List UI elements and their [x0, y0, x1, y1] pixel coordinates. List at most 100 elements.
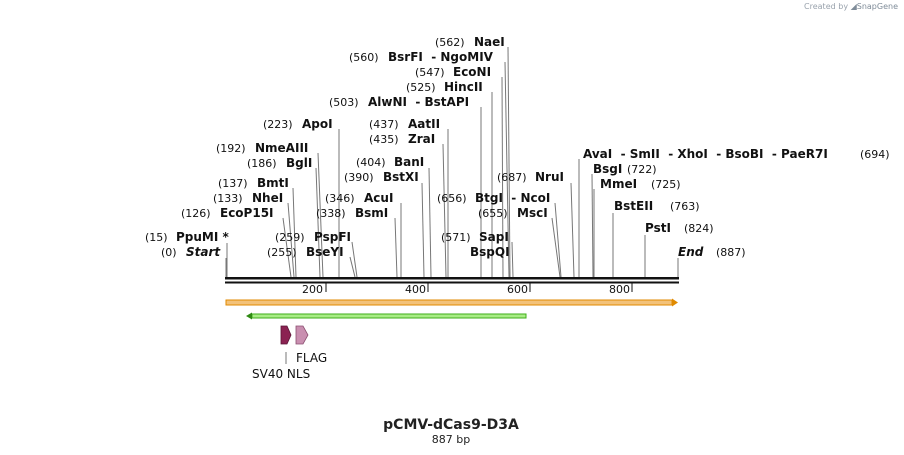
site-pos-avai: (694): [860, 148, 890, 161]
snapgene-logo-icon: ◢: [850, 2, 857, 11]
site-name-nmeaiii: NmeAIII: [255, 141, 308, 155]
site-name-econi: EcoNI: [453, 65, 491, 79]
site-pos-psti: (824): [684, 222, 714, 235]
site-line-ecop15i: [282, 217, 292, 278]
site-name-nhei: NheI: [252, 191, 283, 205]
ruler-label-400: 400: [405, 283, 426, 296]
backbone-top-strand: [225, 277, 679, 280]
site-line-bgli: [315, 167, 321, 278]
site-line-pspfi: [351, 241, 358, 278]
orange-feature-arrowhead: [672, 298, 678, 307]
site-name-end: End: [678, 245, 704, 259]
green-feature: [246, 312, 527, 320]
flag-label: FLAG: [296, 351, 327, 365]
sv40-nls-arrow: [280, 325, 292, 345]
site-line-sapi: [511, 241, 514, 278]
site-line-bseyi: [349, 256, 356, 278]
site-pos-bstxi: (390): [344, 171, 374, 184]
feature-flag: FLAG: [295, 325, 327, 365]
site-pos-ecop15i: (126): [181, 207, 211, 220]
site-line-bani: [428, 167, 432, 278]
site-pos-bsmi: (338): [316, 207, 346, 220]
site-name-ecop15i: EcoP15I: [220, 206, 274, 220]
site-line-bsrfi: [504, 61, 510, 278]
site-name-sapi: SapI: [479, 230, 509, 244]
site-name-psti: PstI: [645, 221, 671, 235]
site-pos-naei: (562): [435, 36, 465, 49]
site-name-bseyi: BseYI: [306, 245, 344, 259]
ruler-label-800: 800: [609, 283, 630, 296]
site-name-bani: BanI: [394, 155, 424, 169]
site-pos-bsgi: (722): [627, 163, 657, 176]
site-pos-mmei: (725): [651, 178, 681, 191]
plasmid-name: pCMV-dCas9-D3A: [383, 417, 519, 433]
site-name-naei: NaeI: [474, 35, 505, 49]
green-feature-bar: [251, 313, 527, 319]
orange-feature-bar: [225, 299, 673, 306]
site-pos-start: (0): [161, 246, 177, 259]
site-pos-end: (887): [716, 246, 746, 259]
site-name-mmei: MmeI: [600, 177, 637, 191]
site-line-econi: [501, 76, 504, 278]
site-name-bsmi: BsmI: [355, 206, 388, 220]
site-pos-acui: (346): [325, 192, 355, 205]
site-pos-bani: (404): [356, 156, 386, 169]
site-pos-nrui: (687): [497, 171, 527, 184]
watermark-brand: SnapGene: [856, 2, 898, 11]
site-line-nhei: [287, 202, 295, 278]
orange-feature: [225, 298, 678, 307]
site-pos-zrai: (435): [369, 133, 399, 146]
site-lines: [225, 46, 679, 278]
site-name-bsteii: BstEII: [614, 199, 653, 213]
site-line-bmti: [292, 187, 297, 278]
site-name-bmti: BmtI: [257, 176, 289, 190]
site-pos-btgi: (656): [437, 192, 467, 205]
site-pos-bmti: (137): [218, 177, 248, 190]
site-pos-mscl: (655): [478, 207, 508, 220]
site-name-acui: AcuI: [364, 191, 393, 205]
site-name-mscl: MscI: [517, 206, 548, 220]
plasmid-length: 887 bp: [432, 433, 470, 446]
ruler-label-600: 600: [507, 283, 528, 296]
site-line-bstxi: [421, 182, 425, 278]
site-pos-pspfi: (259): [275, 231, 305, 244]
green-feature-arrowhead: [246, 312, 252, 320]
snapgene-watermark: Created by ◢SnapGene: [804, 2, 898, 11]
ruler-label-200: 200: [302, 283, 323, 296]
site-line-zrai: [442, 143, 447, 278]
site-pos-bseyi: (255): [267, 246, 297, 259]
site-name-aatii: AatII: [408, 117, 440, 131]
site-pos-sapi: (571): [441, 231, 471, 244]
site-name-pspfi: PspFI: [314, 230, 351, 244]
site-pos-apoi: (223): [263, 118, 293, 131]
site-pos-alwni: (503): [329, 96, 359, 109]
site-pos-hincii: (525): [406, 81, 436, 94]
site-pos-bsteii: (763): [670, 200, 700, 213]
site-line-nrui: [570, 182, 575, 278]
feature-sv40-nls: SV40 NLS: [252, 325, 310, 381]
enzyme-labels: (562) NaeI (560) BsrFI - NgoMIV (547) Ec…: [145, 35, 890, 259]
site-pos-bgli: (186): [247, 157, 277, 170]
site-line-btgi: [554, 202, 562, 278]
site-pos-bsrfi: (560): [349, 51, 379, 64]
site-line-mscl: [551, 217, 561, 278]
site-line-naei: [507, 46, 511, 278]
site-name-apoi: ApoI: [302, 117, 333, 131]
site-name-bstxi: BstXI: [383, 170, 419, 184]
site-name-zrai: ZraI: [408, 132, 435, 146]
site-name-alwni: AlwNI - BstAPI: [368, 95, 469, 109]
site-pos-nmeaiii: (192): [216, 142, 246, 155]
site-pos-aatii: (437): [369, 118, 399, 131]
ruler: 200 400 600 800: [302, 283, 633, 296]
site-name-bgli: BglI: [286, 156, 312, 170]
backbone: [225, 277, 679, 284]
site-name-bsgi: BsgI: [593, 162, 622, 176]
backbone-bottom-strand: [225, 281, 679, 284]
site-pos-nhei: (133): [213, 192, 243, 205]
flag-arrow: [295, 325, 309, 345]
site-name-avai: AvaI - SmII - XhoI - BsoBI - PaeR7I: [583, 147, 828, 161]
site-name-btgi: BtgI - NcoI: [475, 191, 550, 205]
watermark-prefix: Created by: [804, 2, 849, 11]
site-name-hincii: HincII: [444, 80, 483, 94]
